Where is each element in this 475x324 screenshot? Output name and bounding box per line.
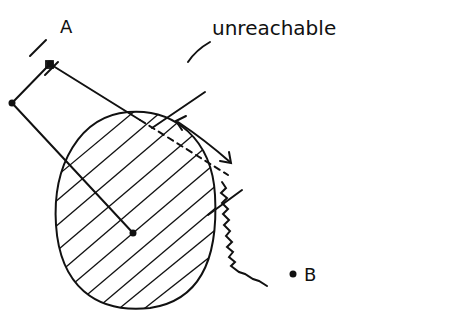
point-dot	[9, 100, 16, 107]
center-dot	[130, 230, 137, 237]
sketch-lines	[12, 40, 267, 286]
point-dot	[47, 61, 54, 68]
callout-note: unreachable	[212, 18, 336, 38]
point-label: B	[304, 266, 316, 284]
obstacle-outline	[56, 112, 216, 309]
corner-mark	[46, 61, 53, 68]
point-dot	[290, 271, 297, 278]
hatching	[40, 90, 225, 312]
point-label: A	[60, 18, 72, 36]
